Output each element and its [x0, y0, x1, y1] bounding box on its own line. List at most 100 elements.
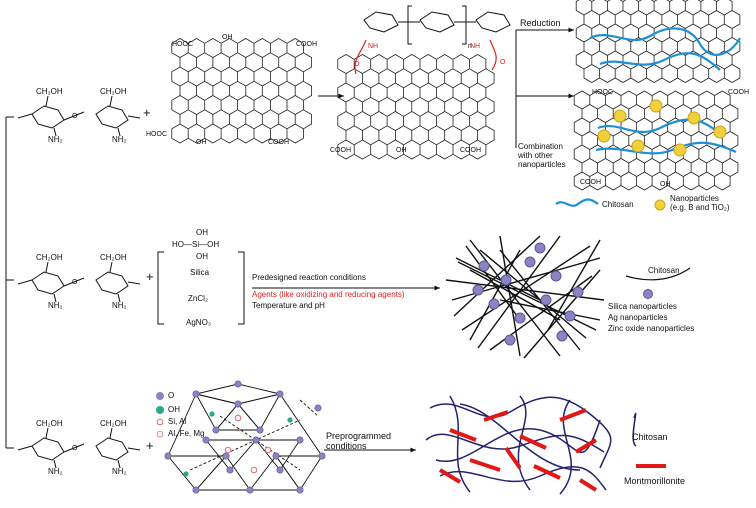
- clay-oxygen-12: [164, 452, 172, 460]
- go-cooh-top-right: COOH: [296, 41, 317, 48]
- nanoparticle-5: [673, 143, 687, 157]
- montmorillonite-platelet-3: [519, 434, 547, 450]
- chitosan-row3-ch2oh-2: CH₂OH: [100, 419, 127, 428]
- chitosan-row2-end-bond: [17, 279, 33, 285]
- chitosan-row3-end-bond: [17, 445, 33, 451]
- chitosan-row3-structure: [17, 427, 141, 469]
- clay-dash-2: [189, 419, 301, 471]
- chitosan-row3-nh2-bond-2: [117, 459, 121, 469]
- chitosan-row1-ring-1: [31, 105, 65, 129]
- go-oh-top: OH: [222, 34, 233, 41]
- clay-legend-label-3: Si, Al: [168, 417, 187, 426]
- network-nanoparticle-9: [564, 310, 576, 322]
- legend-nanoparticles-label: Nanoparticles: [670, 194, 719, 203]
- combined-cooh: COOH: [728, 89, 749, 96]
- chitosan-row2-ch2-bond-1: [45, 261, 49, 273]
- chitosan-row1-nh2-bond-1: [53, 127, 57, 137]
- montmorillonite-platelet-7: [574, 438, 598, 454]
- clay-oxygen-18: [296, 486, 304, 494]
- legend-zno: Zinc oxide nanoparticles: [608, 324, 695, 333]
- clay-oxygen-15: [318, 452, 326, 460]
- clay-hydroxyl-2: [287, 417, 293, 423]
- reduced-graphene-sheet: [575, 0, 741, 83]
- network-nanoparticle-11: [534, 242, 546, 254]
- chitosan-chain-7: [435, 419, 601, 463]
- grafted-oh: OH: [396, 147, 407, 154]
- chitosan-row2-ch2oh-2: CH₂OH: [100, 253, 127, 262]
- reagent-silica: Silica: [190, 268, 210, 277]
- network-fiber-15: [547, 239, 601, 331]
- clay-oxygen-1: [192, 390, 200, 398]
- combination-arrow-head: [568, 93, 574, 99]
- condition-predesigned: Predesigned reaction conditions: [252, 273, 366, 282]
- chitosan-row1-ch2oh-1: CH₂OH: [36, 87, 63, 96]
- clay-low-3: [249, 455, 301, 491]
- clay-oxygen-19: [314, 404, 322, 412]
- row3-reaction-arrow-head: [410, 447, 416, 453]
- clay-oct-1: [205, 439, 257, 471]
- amide-nh-left: NH: [368, 43, 379, 50]
- clay-mid-sheet: [215, 403, 261, 431]
- chitosan-row3-ch2-bond-1: [45, 427, 49, 439]
- nanoparticle-6: [713, 125, 727, 139]
- chitosan-row1-ch2oh-2: CH₂OH: [100, 87, 127, 96]
- chitosan-row3-ring-1: [31, 437, 65, 461]
- repeat-unit-brackets: [407, 5, 467, 45]
- chitosan-row2-ch2oh-1: CH₂OH: [36, 253, 63, 262]
- go-hooc-bottom-left: HOOC: [146, 131, 167, 138]
- legend-chitosan-row2: Chitosan: [648, 266, 680, 275]
- clay-cation-2: [224, 446, 232, 454]
- legend-chitosan-chain: [632, 413, 637, 447]
- chitosan-row1-structure: [17, 95, 141, 137]
- clay-dash-1: [219, 415, 301, 471]
- clay-oxygen-5: [212, 426, 220, 434]
- combination-label-2: with other: [518, 151, 553, 160]
- clay-low-2: [195, 455, 251, 491]
- network-fiber-17: [465, 245, 521, 321]
- montmorillonite-platelet-6: [533, 464, 561, 480]
- amide-o-left: O: [354, 61, 360, 68]
- network-nanoparticle-7: [514, 312, 526, 324]
- go-oh-bottom: OH: [196, 139, 207, 146]
- clay-low-1: [167, 455, 227, 491]
- reduction-arrow-head: [568, 27, 574, 33]
- network-nanoparticle-8: [540, 294, 552, 306]
- chitosan-row1-ch2-bond-1: [45, 95, 49, 107]
- condition-temperature-ph: Temperature and pH: [252, 301, 325, 310]
- silicic-acid: HO—Si—OH: [172, 240, 220, 249]
- chitosan-row2-ring-1: [31, 271, 65, 295]
- legend-montmorillonite-label: Montmorillonite: [624, 476, 686, 486]
- clay-cation-4: [250, 466, 258, 474]
- grafted-cooh: COOH: [330, 147, 351, 154]
- grafted-chitosan-ring: [363, 11, 399, 33]
- montmorillonite-platelet-1: [449, 428, 477, 442]
- chitosan-row3-end-bond-2: [127, 447, 141, 451]
- clay-oxygen-4: [234, 400, 242, 408]
- clay-cation-1: [234, 414, 242, 422]
- reagent-brackets: [157, 251, 245, 325]
- legend-ag: Ag nanoparticles: [608, 313, 668, 322]
- montmorillonite-platelet-8: [438, 468, 462, 484]
- network-nanoparticle-4: [550, 270, 562, 282]
- silicic-bot-oh: OH: [196, 252, 208, 261]
- condition-conditions: conditions: [326, 441, 367, 451]
- combination-label-1: Combination: [518, 142, 563, 151]
- combined-graphene-sheet: [573, 90, 739, 191]
- chitosan-row2-nh2-bond-1: [53, 293, 57, 303]
- plus-sign-row3: +: [146, 438, 154, 453]
- chitosan-row3-ch2oh-1: CH₂OH: [36, 419, 63, 428]
- combined-cooh-bottom: COOH: [580, 179, 601, 186]
- clay-oct-2: [255, 439, 301, 471]
- nanoparticle-7: [597, 129, 611, 143]
- silicic-top-oh: OH: [196, 228, 208, 237]
- montmorillonite-platelet-2: [483, 410, 509, 422]
- chitosan-row1-nh2-bond-2: [117, 127, 121, 137]
- repeat-n: n: [468, 43, 472, 50]
- chitosan-row2-nh2-1: NH₂: [48, 301, 63, 310]
- clay-hydroxyl-1: [209, 411, 215, 417]
- chitosan-row3-nh2-2: NH₂: [112, 467, 127, 476]
- network-fiber-11: [469, 269, 561, 321]
- nanoparticle-3: [687, 111, 701, 125]
